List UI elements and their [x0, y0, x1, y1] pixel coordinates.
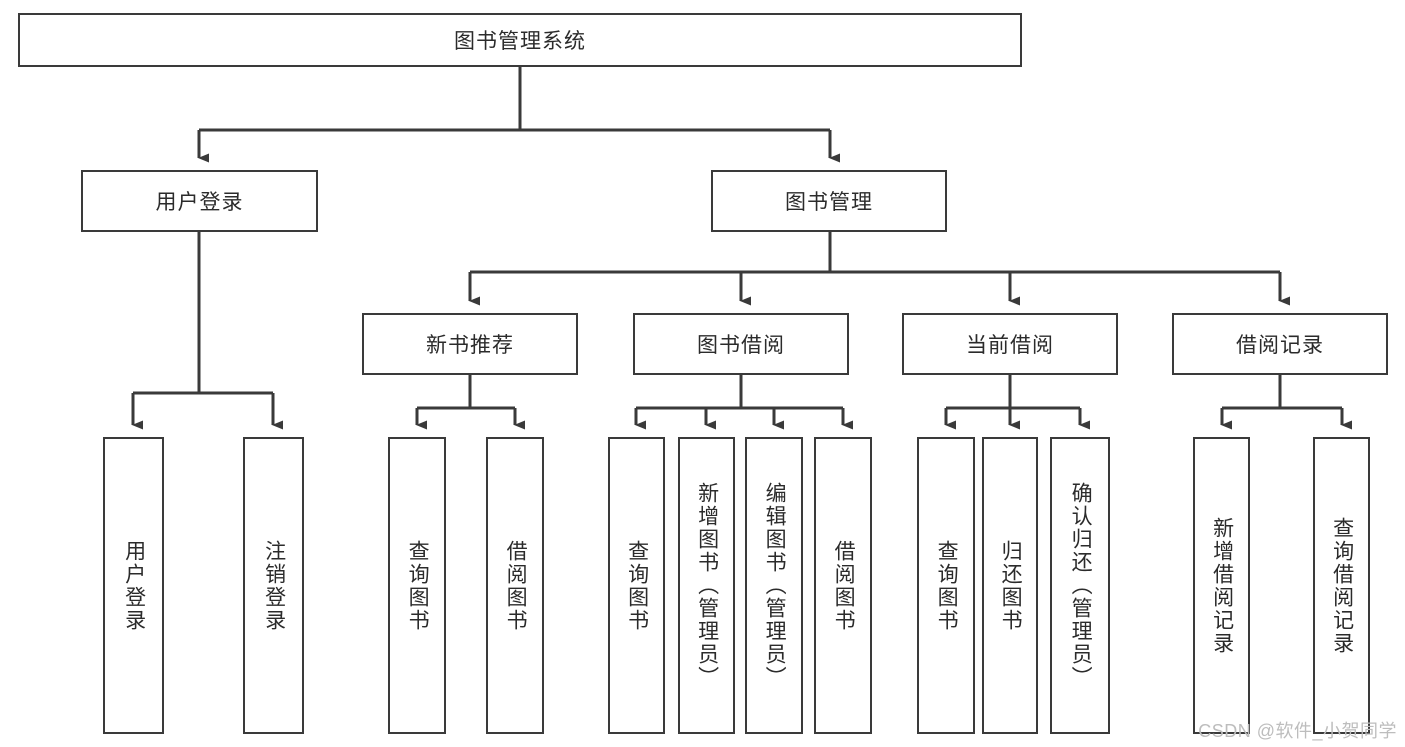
node-leaf-10[interactable]: 确认归还（管理员） — [1050, 437, 1110, 734]
node-level2-label: 用户登录 — [155, 191, 244, 214]
node-leaf-3[interactable]: 借阅图书 — [486, 437, 544, 734]
node-level2-label: 图书管理 — [785, 191, 873, 214]
edges — [131, 67, 1352, 430]
node-leaf-label: 新增借阅记录 — [1210, 516, 1234, 655]
node-leaf-label: 查询图书 — [625, 539, 649, 632]
node-leaf-12[interactable]: 查询借阅记录 — [1313, 437, 1370, 734]
node-leaf-label: 注销登录 — [262, 539, 286, 632]
node-level2-1[interactable]: 图书管理 — [711, 170, 947, 232]
node-leaf-label: 查询图书 — [406, 539, 430, 632]
node-leaf-label: 归还图书 — [999, 539, 1023, 632]
node-leaf-2[interactable]: 查询图书 — [388, 437, 446, 734]
node-level3-label: 新书推荐 — [426, 334, 514, 357]
node-leaf-label: 新增图书（管理员） — [695, 482, 719, 689]
node-leaf-0[interactable]: 用户登录 — [103, 437, 164, 734]
node-level3-1[interactable]: 图书借阅 — [633, 313, 849, 375]
node-leaf-7[interactable]: 借阅图书 — [814, 437, 872, 734]
node-leaf-label: 借阅图书 — [504, 539, 528, 632]
node-level3-3[interactable]: 借阅记录 — [1172, 313, 1388, 375]
node-leaf-label: 查询借阅记录 — [1330, 516, 1354, 655]
node-root-system[interactable]: 图书管理系统 — [18, 13, 1022, 67]
node-leaf-label: 确认归还（管理员） — [1069, 482, 1093, 689]
node-leaf-label: 查询图书 — [935, 539, 959, 632]
node-leaf-6[interactable]: 编辑图书（管理员） — [745, 437, 803, 734]
node-leaf-label: 借阅图书 — [832, 539, 856, 632]
node-leaf-5[interactable]: 新增图书（管理员） — [678, 437, 735, 734]
node-leaf-1[interactable]: 注销登录 — [243, 437, 304, 734]
node-level3-label: 当前借阅 — [966, 334, 1054, 357]
node-level3-0[interactable]: 新书推荐 — [362, 313, 578, 375]
node-level2-0[interactable]: 用户登录 — [81, 170, 318, 232]
node-root-label: 图书管理系统 — [454, 30, 586, 53]
node-leaf-8[interactable]: 查询图书 — [917, 437, 975, 734]
node-leaf-label: 编辑图书（管理员） — [763, 482, 787, 689]
watermark-text: CSDN @软件_小贺同学 — [1198, 721, 1397, 741]
node-level3-label: 图书借阅 — [697, 334, 785, 357]
node-level3-label: 借阅记录 — [1236, 334, 1324, 357]
node-level3-2[interactable]: 当前借阅 — [902, 313, 1118, 375]
node-leaf-9[interactable]: 归还图书 — [982, 437, 1038, 734]
node-leaf-label: 用户登录 — [122, 539, 146, 632]
node-leaf-11[interactable]: 新增借阅记录 — [1193, 437, 1250, 734]
node-leaf-4[interactable]: 查询图书 — [608, 437, 665, 734]
